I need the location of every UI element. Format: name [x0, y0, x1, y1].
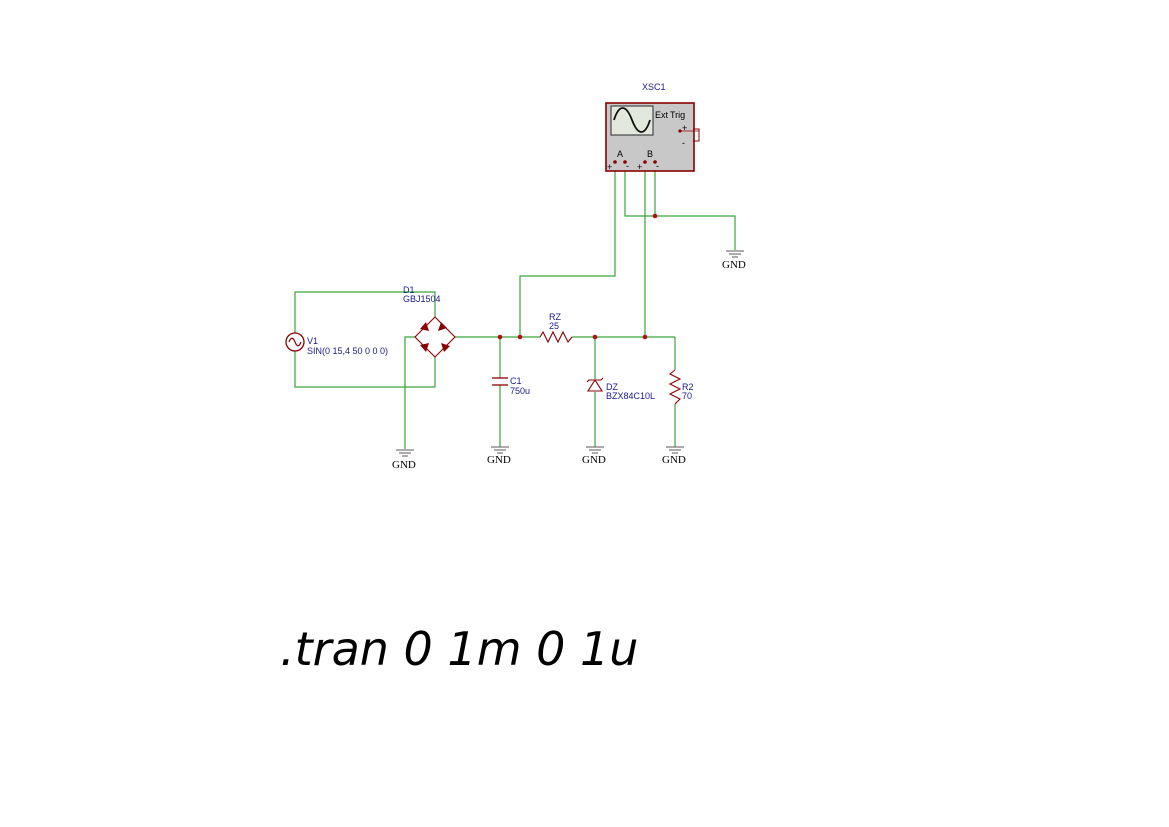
scope-trig-plus: +: [682, 123, 687, 133]
v1-ref-label: V1: [307, 336, 318, 346]
scope-trig-minus: -: [682, 138, 685, 148]
r2-ref-label: R2: [682, 382, 694, 392]
resistor-symbol: [668, 369, 682, 405]
scope-ref-label: XSC1: [642, 82, 666, 92]
scope-channel-a-label: A: [617, 149, 623, 159]
junctions: [497, 213, 658, 340]
oscilloscope-xsc1[interactable]: XSC1 Ext Trig + - A B + - + -: [605, 82, 700, 172]
junction-dot: [517, 334, 523, 340]
ground-dz: [586, 446, 604, 454]
junction-dot: [497, 334, 503, 340]
resistor-rz[interactable]: RZ 25: [539, 312, 573, 344]
ac-source-symbol: [285, 332, 305, 352]
scope-a-minus: -: [626, 161, 629, 171]
wire-v1-top: [294, 291, 436, 333]
ac-source-v1[interactable]: V1 SIN(0 15,4 50 0 0 0): [285, 332, 388, 356]
scope-a-plus: +: [607, 162, 612, 172]
wires: [294, 162, 736, 449]
zener-diode-dz[interactable]: DZ BZX84C10L: [586, 377, 655, 401]
ground-label: GND: [487, 454, 511, 466]
wire-scope-a: [519, 162, 616, 337]
diode-icon: [420, 343, 429, 352]
ground-label: GND: [392, 459, 416, 471]
c1-value-label: 750u: [510, 386, 530, 396]
scope-ext-label: Ext: [655, 110, 669, 120]
ac-source-tilde-icon: [288, 337, 302, 347]
dz-ref-label: DZ: [606, 382, 618, 392]
ground-scope: [726, 250, 744, 258]
scope-channel-b-label: B: [647, 149, 653, 159]
junction-dot: [642, 334, 648, 340]
junction-dot: [592, 334, 598, 340]
ground-c1: [491, 446, 509, 454]
scope-terminal: [613, 160, 617, 164]
rz-value-label: 25: [549, 321, 559, 331]
v1-value-label: SIN(0 15,4 50 0 0 0): [307, 346, 388, 356]
diode-icon: [441, 343, 450, 352]
scope-b-minus: -: [656, 161, 659, 171]
zener-bar: [586, 377, 604, 383]
bridge-outline: [414, 316, 456, 358]
scope-b-plus: +: [637, 162, 642, 172]
bridge-diode-icons: [420, 322, 450, 352]
bridge-rectifier-d1[interactable]: D1 GBJ1504: [403, 285, 456, 358]
c1-ref-label: C1: [510, 376, 522, 386]
scope-terminal: [623, 160, 627, 164]
capacitor-c1[interactable]: C1 750u: [492, 376, 530, 396]
rz-ref-label: RZ: [549, 312, 561, 322]
r2-value-label: 70: [682, 391, 692, 401]
diode-icon: [420, 322, 429, 331]
resistor-r2[interactable]: R2 70: [668, 369, 694, 405]
d1-ref-label: D1: [403, 285, 415, 295]
scope-terminal: [653, 160, 657, 164]
zener-triangle: [586, 378, 604, 392]
ground-label: GND: [662, 454, 686, 466]
d1-value-label: GBJ1504: [403, 294, 441, 304]
trigger-connector: [693, 128, 700, 142]
sine-wave-icon: [613, 107, 651, 133]
diode-icon: [438, 322, 447, 331]
wire-v1-bottom: [294, 351, 436, 388]
scope-terminal: [643, 160, 647, 164]
ground-bridge: [396, 449, 414, 457]
scope-trig-label: Trig: [670, 110, 685, 120]
junction-dot: [652, 213, 658, 219]
ground-r2: [666, 446, 684, 454]
resistor-symbol: [539, 330, 573, 344]
dz-value-label: BZX84C10L: [606, 391, 655, 401]
ground-label: GND: [722, 259, 746, 271]
ground-label: GND: [582, 454, 606, 466]
wire-bridge-gnd: [404, 336, 415, 449]
wire-scope-a-neg: [624, 162, 736, 250]
spice-directive[interactable]: .tran 0 1m 0 1u: [280, 622, 638, 676]
